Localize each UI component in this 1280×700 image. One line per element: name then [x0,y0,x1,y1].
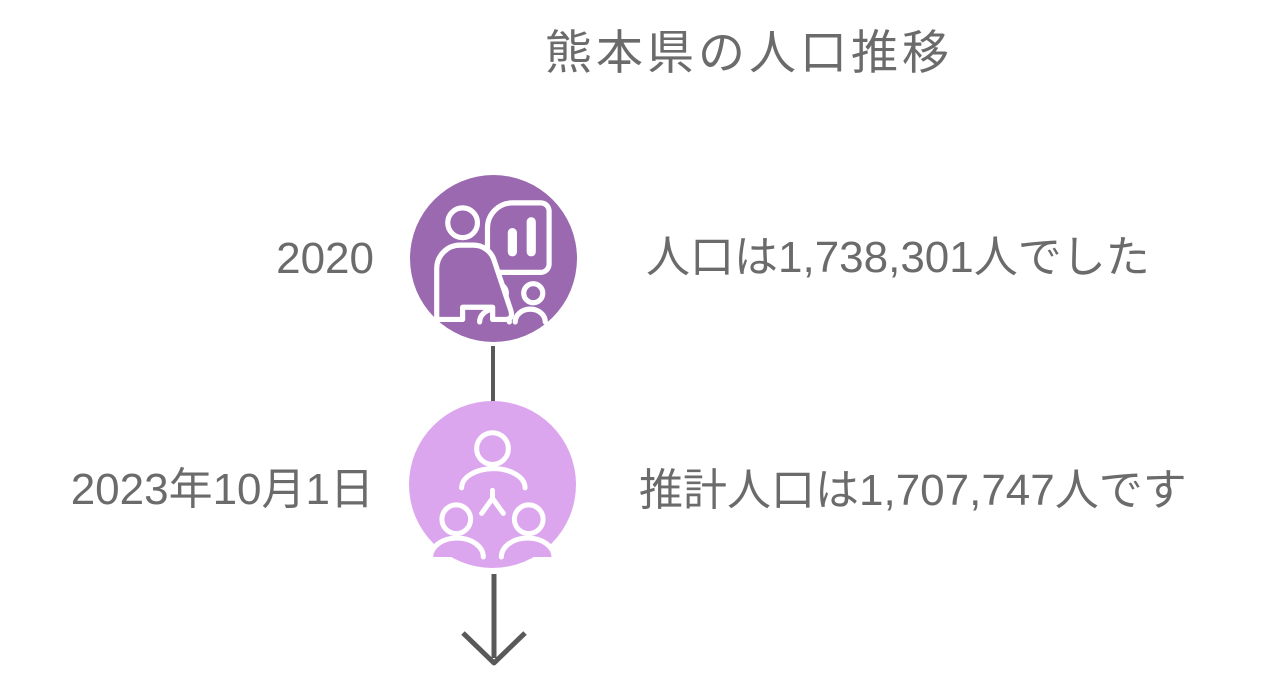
connector-line [491,346,495,403]
event-2-year-label: 2023年10月1日 [70,465,374,514]
people-hierarchy-icon [428,430,557,560]
down-arrow-icon [461,574,527,666]
page-title: 熊本県の人口推移 [545,26,953,79]
event-2-node [409,401,576,568]
event-1-description: 人口は1,738,301人でした [646,233,1150,282]
event-1-node [410,175,577,342]
event-1-year-label: 2020 [276,234,374,283]
presentation-chart-icon [434,200,552,325]
event-2-description: 推計人口は1,707,747人です [639,466,1187,515]
